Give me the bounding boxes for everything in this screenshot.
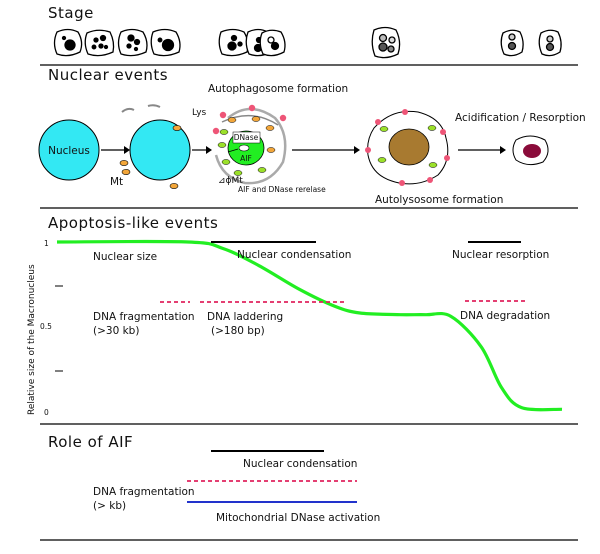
dna-fragmentation-label: DNA fragmentation — [93, 311, 195, 323]
nucleus-label: Nucleus — [48, 145, 90, 157]
stage-cell-5 — [218, 28, 249, 57]
ytick-label-0: 0 — [44, 408, 49, 417]
mito-4 — [169, 183, 179, 189]
autolysosome-label: Autolysosome formation — [375, 194, 503, 206]
lys-label: Lys — [192, 108, 207, 118]
dnase-label: DNase — [234, 133, 259, 142]
dnase-box — [232, 131, 261, 144]
nucleus-with-mito: Mt — [110, 104, 191, 189]
nuclear-condensation-label: Nuclear condensation — [237, 249, 351, 261]
nuclear-size-label: Nuclear size — [93, 251, 157, 263]
lysosome-4 — [212, 127, 220, 135]
acidification-label: Acidification / Resorption — [455, 112, 586, 124]
arrow-4-head — [500, 146, 506, 154]
stage-cell-3 — [117, 28, 148, 57]
mt-label: Mt — [110, 176, 123, 188]
phi-mt-label: ⊿ϕMt — [218, 176, 243, 186]
stage-cell-1 — [53, 28, 83, 57]
stage-title: Stage — [48, 4, 94, 22]
mito-3 — [172, 125, 182, 131]
mito-dnase-label: Mitochondrial DNase activation — [216, 512, 380, 524]
stage-cell-4 — [150, 28, 181, 57]
lysosome-1 — [219, 111, 227, 119]
apoptosis-chart: 1 0.5 0 Relative size of the Macronucleu… — [27, 239, 563, 417]
autophagosome: DNase AIF Lys Autophagosome formation ⊿ϕ… — [192, 83, 348, 194]
apoptosis-title: Apoptosis-like events — [48, 214, 218, 232]
y-axis-label: Relative size of the Macronucleus — [27, 264, 37, 415]
arrow-1-head — [124, 146, 130, 154]
mito-1 — [119, 160, 129, 166]
aif-label: AIF — [240, 154, 252, 163]
ytick-label-1: 1 — [44, 239, 49, 248]
aif-release-label: AIF and DNase rerelase — [238, 185, 326, 194]
aif-condensation-label: Nuclear condensation — [243, 458, 357, 470]
autolysosome-nucleus — [388, 128, 430, 166]
stage-cell-2 — [84, 29, 115, 57]
dark-nucleus — [523, 144, 541, 158]
nuclear-size-curve — [56, 239, 563, 412]
autolysosome: Autolysosome formation — [365, 109, 503, 206]
dna-fragmentation-size: (>30 kb) — [93, 325, 139, 337]
stage-cell-10 — [538, 29, 562, 57]
mito-2 — [121, 169, 131, 175]
autophagosome-label: Autophagosome formation — [208, 83, 348, 95]
nuclear-events-title: Nuclear events — [48, 66, 168, 84]
stage-cells — [53, 26, 562, 59]
stage-cell-9 — [500, 29, 524, 57]
dna-degradation-label: DNA degradation — [460, 310, 550, 322]
resorbed-nucleus: Acidification / Resorption — [455, 112, 586, 166]
nuclear-resorption-label: Nuclear resorption — [452, 249, 549, 261]
aif-fragmentation-size: (> kb) — [93, 500, 126, 512]
aif-role-title: Role of AIF — [48, 433, 133, 451]
ytick-label-05: 0.5 — [40, 322, 52, 331]
aif-role: Nuclear condensation DNA fragmentation (… — [93, 450, 380, 524]
aif-fragmentation-label: DNA fragmentation — [93, 486, 195, 498]
dna-laddering-label: DNA laddering — [207, 311, 283, 323]
stage-cell-8 — [371, 26, 401, 59]
lysosome-3 — [279, 114, 287, 122]
nucleus-cell: Nucleus — [38, 119, 100, 181]
arrow-3-head — [354, 146, 360, 154]
arrow-2-head — [206, 146, 212, 154]
aif-dot — [238, 144, 250, 152]
stage-cell-7 — [259, 29, 286, 57]
dna-laddering-size: (>180 bp) — [211, 325, 265, 337]
lysosome-2 — [248, 104, 256, 112]
